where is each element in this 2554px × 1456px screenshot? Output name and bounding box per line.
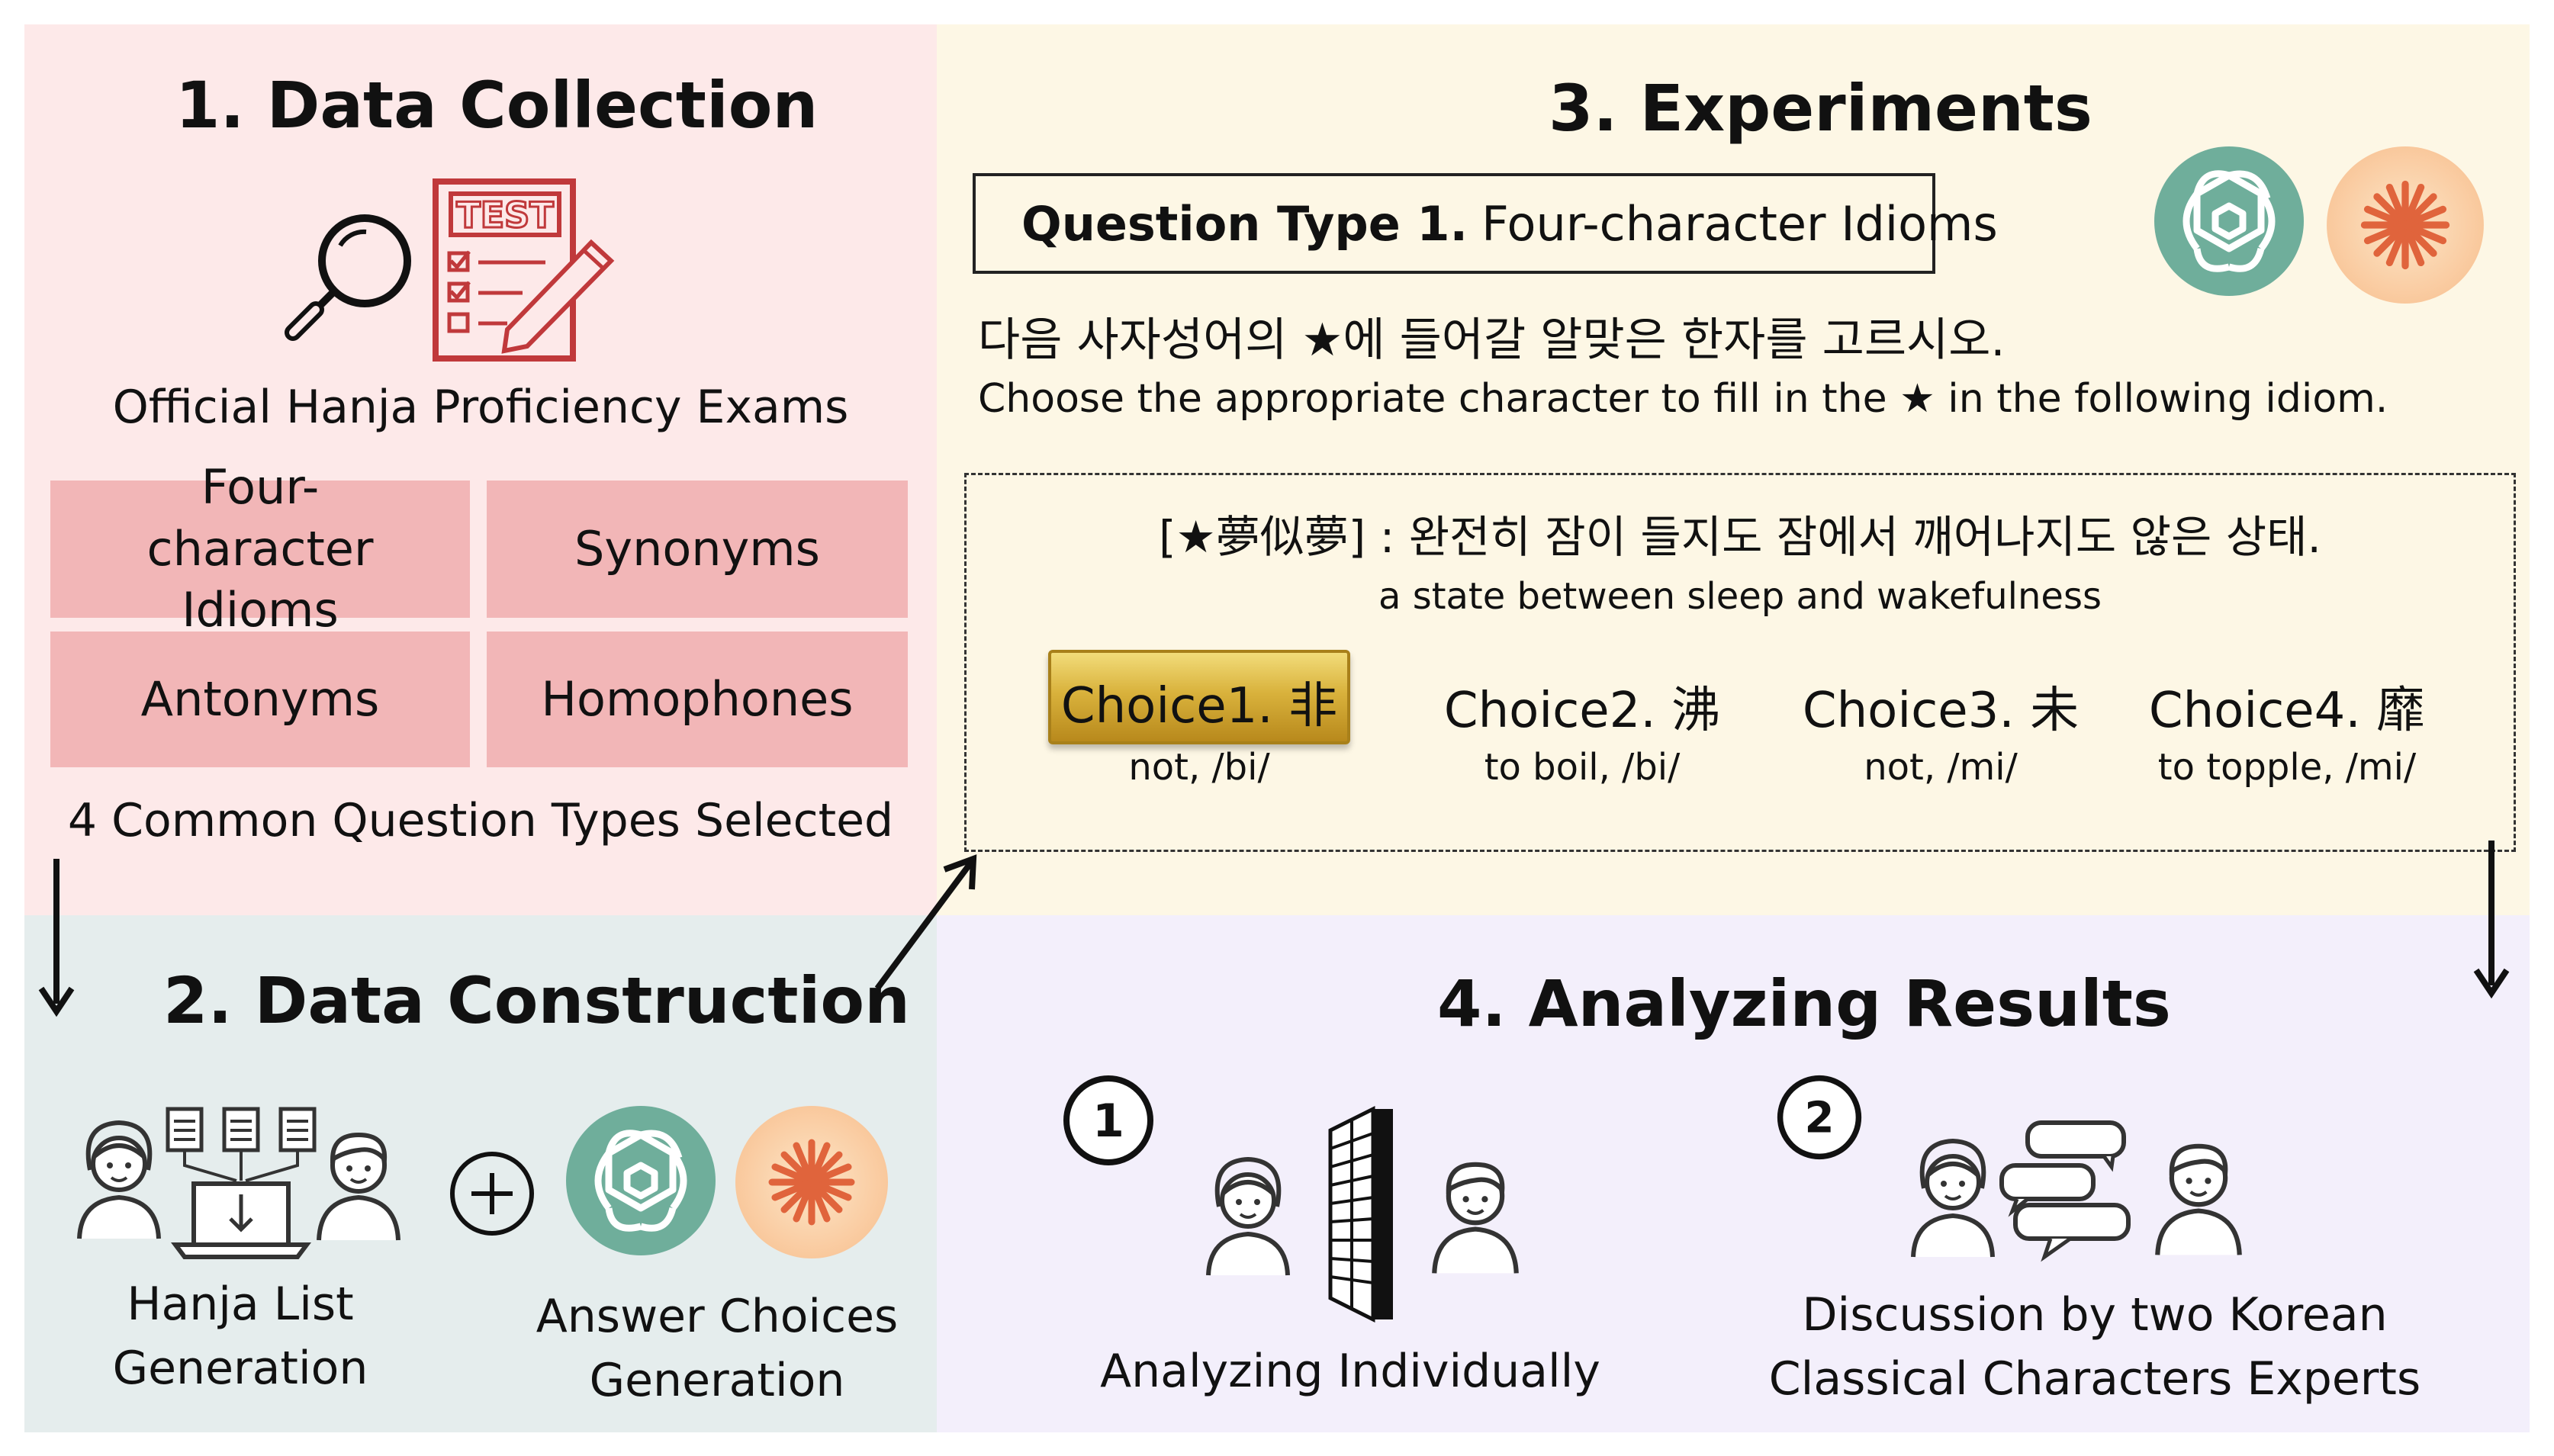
choice-1-label: Choice1. 非 <box>1060 678 1338 734</box>
arrow-icon <box>874 854 977 991</box>
experiments-title: 3. Experiments <box>1549 71 2092 146</box>
instruction-english: Choose the appropriate character to fill… <box>978 376 2388 422</box>
type-label: Homophones <box>541 670 854 727</box>
idiom-english: a state between sleep and wakefulness <box>1378 575 2102 618</box>
type-cell-synonyms: Synonyms <box>487 481 908 618</box>
question-type-box: Question Type 1. Four-character Idioms <box>973 173 1998 274</box>
openai-logo-icon <box>566 1106 716 1255</box>
analyzing-results-panel <box>937 915 2530 1432</box>
test-paper-icon: TEST <box>433 178 615 362</box>
answer-choices-caption-1: Answer Choices <box>536 1290 899 1343</box>
type-cell-idioms: Four-character Idioms <box>50 459 470 638</box>
magnifier-icon <box>285 214 411 341</box>
question-type-number: Question Type 1. <box>1021 195 1468 252</box>
types-footer: 4 Common Question Types Selected <box>67 794 894 847</box>
type-cell-antonyms: Antonyms <box>50 632 470 767</box>
instruction-korean: 다음 사자성어의 ★에 들어갈 알맞은 한자를 고르시오. <box>978 313 2006 367</box>
answer-choices-caption-2: Generation <box>589 1354 845 1407</box>
person-icon <box>1911 1138 1995 1258</box>
choice-2-label: Choice2. 沸 <box>1443 683 1721 739</box>
type-label: Antonyms <box>140 670 380 727</box>
person-icon <box>1206 1156 1290 1276</box>
selected-choice-highlight <box>1048 650 1350 744</box>
example-question-box <box>964 473 2516 852</box>
person-icon <box>1432 1162 1519 1274</box>
data-collection-title: 1. Data Collection <box>175 68 819 143</box>
hanja-list-caption-2: Generation <box>112 1342 368 1395</box>
choice-1-gloss: not, /bi/ <box>1128 746 1270 789</box>
step-2-badge: 2 <box>1777 1075 1862 1160</box>
exams-caption: Official Hanja Proficiency Exams <box>112 381 849 434</box>
step-2-caption-2: Classical Characters Experts <box>1768 1352 2421 1406</box>
analyzing-results-title: 4. Analyzing Results <box>1437 966 2171 1041</box>
question-type-name: Four-character Idioms <box>1481 195 1998 252</box>
step-1-number: 1 <box>1092 1094 1124 1148</box>
laptop-icon <box>166 1107 317 1259</box>
type-cell-homophones: Homophones <box>487 632 908 767</box>
step-1-caption: Analyzing Individually <box>1100 1345 1600 1398</box>
choice-4-label: Choice4. 靡 <box>2148 683 2426 739</box>
person-icon <box>2155 1143 2242 1255</box>
type-label: Four-character Idioms <box>146 459 374 638</box>
step-1-badge: 1 <box>1063 1075 1153 1165</box>
wall-icon <box>1328 1105 1393 1323</box>
idiom-korean: [★夢似夢] : 완전히 잠이 들지도 잠에서 깨어나지도 않은 상태. <box>1159 511 2321 563</box>
choice-4-gloss: to topple, /mi/ <box>2157 746 2417 789</box>
plus-icon <box>450 1152 534 1236</box>
choice-3-gloss: not, /mi/ <box>1864 746 2018 789</box>
choice-2-gloss: to boil, /bi/ <box>1484 746 1681 789</box>
person-icon <box>317 1132 400 1241</box>
choice-3-label: Choice3. 未 <box>1802 683 2080 739</box>
openai-logo-icon <box>2154 146 2304 296</box>
step-2-caption-1: Discussion by two Korean <box>1802 1288 2388 1342</box>
claude-logo-icon <box>2327 146 2484 304</box>
claude-logo-icon <box>735 1106 888 1258</box>
type-label: Synonyms <box>574 520 820 577</box>
hanja-list-caption-1: Hanja List <box>127 1278 354 1331</box>
arrow-icon <box>2473 840 2510 999</box>
person-icon <box>77 1120 161 1239</box>
arrow-icon <box>38 859 75 1017</box>
test-badge-text: TEST <box>456 194 554 236</box>
step-2-number: 2 <box>1805 1094 1835 1143</box>
data-construction-title: 2. Data Construction <box>163 963 910 1038</box>
chat-bubbles-icon <box>1999 1120 2131 1262</box>
